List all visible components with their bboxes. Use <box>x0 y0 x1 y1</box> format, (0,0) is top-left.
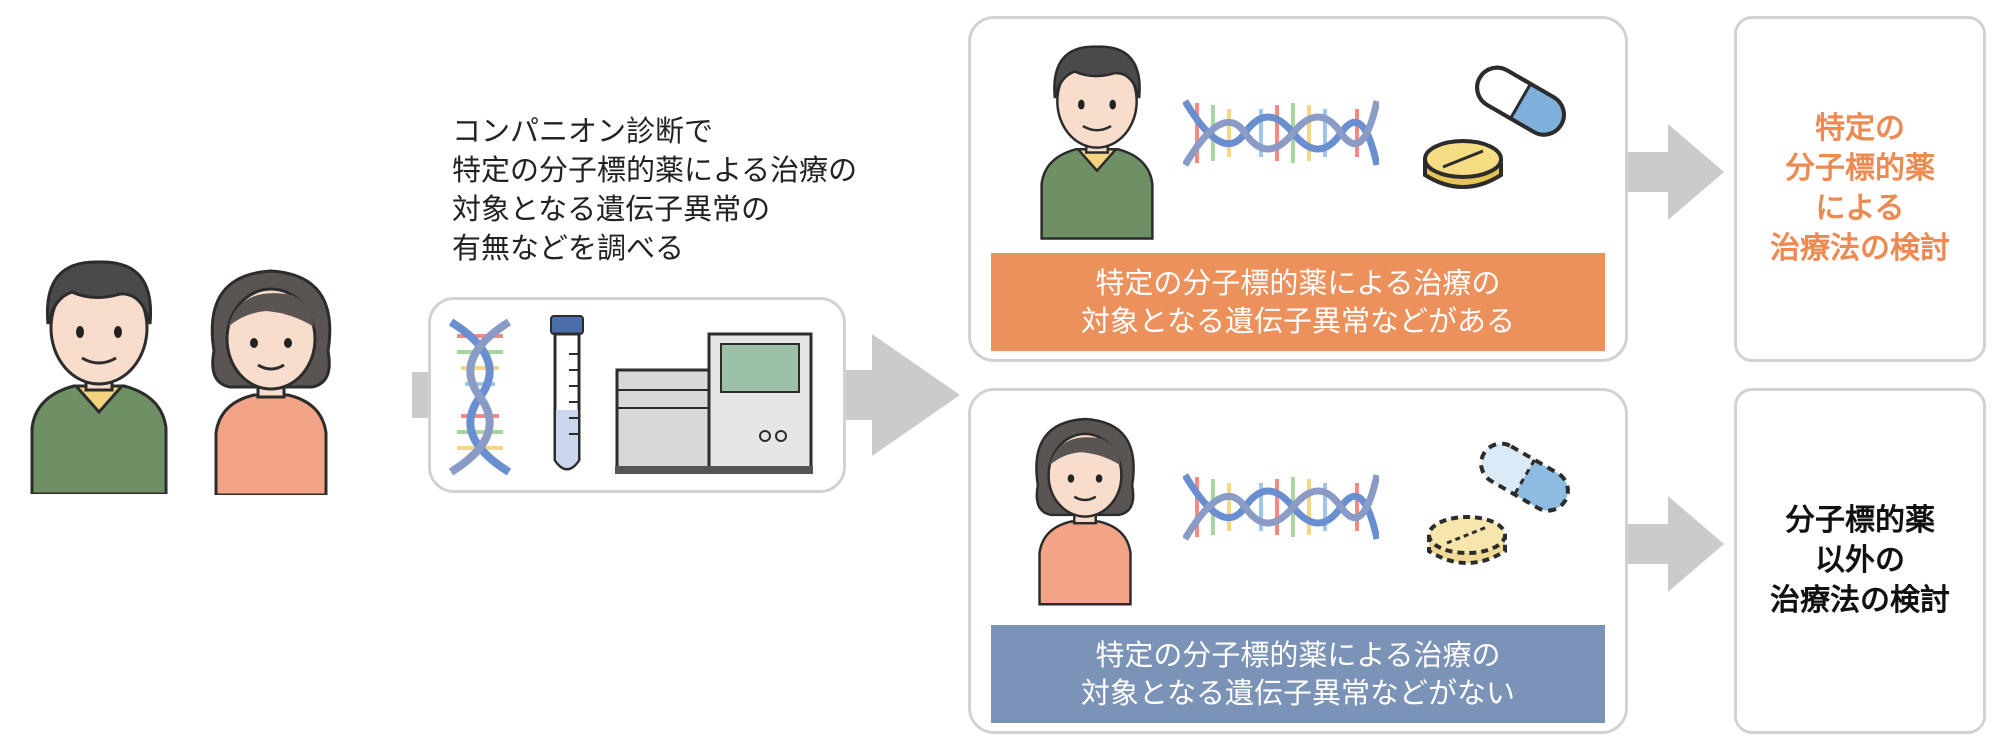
test-tube-icon <box>550 315 584 471</box>
man-icon <box>1040 45 1154 240</box>
caption-line-4: 有無などを調べる <box>452 231 685 265</box>
tablet-icon <box>1423 139 1503 189</box>
patient-woman <box>196 255 346 495</box>
negative-outcome-box: 分子標的薬 以外の 治療法の検討 <box>1734 388 1986 734</box>
patient-man <box>24 246 174 494</box>
capsule-icon <box>1479 441 1570 513</box>
arrow-icon <box>412 372 432 418</box>
positive-outcome-line-2: 分子標的薬 <box>1785 151 1935 186</box>
positive-result-panel: 特定の分子標的薬による治療の 対象となる遺伝子異常などがある <box>968 16 1628 362</box>
arrow-icon <box>846 334 960 456</box>
flow-arrow-1 <box>412 334 972 456</box>
negative-outcome-line-1: 分子標的薬 <box>1785 503 1935 538</box>
negative-outcome-line-2: 以外の <box>1815 543 1905 578</box>
test-arrow <box>846 334 966 456</box>
caption-line-3: 対象となる遺伝子異常の <box>452 192 771 226</box>
tablet-icon <box>1427 515 1507 565</box>
positive-result-bar: 特定の分子標的薬による治療の 対象となる遺伝子異常などがある <box>991 253 1605 351</box>
sequencer-icon <box>615 332 813 474</box>
man-icon <box>30 260 168 494</box>
negative-result-bar: 特定の分子標的薬による治療の 対象となる遺伝子異常などがない <box>991 625 1605 723</box>
negative-result-line-2: 対象となる遺伝子異常などがない <box>1080 676 1516 710</box>
capsule-icon <box>1475 65 1566 137</box>
arrow-icon <box>1628 496 1724 592</box>
woman-icon <box>1035 417 1135 606</box>
dna-icon <box>448 318 512 476</box>
positive-outcome-box: 特定の 分子標的薬 による 治療法の検討 <box>1734 16 1986 362</box>
positive-result-line-1: 特定の分子標的薬による治療の <box>1095 266 1501 300</box>
positive-outcome-line-4: 治療法の検討 <box>1770 231 1950 266</box>
woman-icon <box>210 269 332 495</box>
negative-outcome-arrow <box>1628 496 1734 592</box>
dna-icon <box>1183 99 1379 167</box>
negative-result-line-1: 特定の分子標的薬による治療の <box>1095 638 1501 672</box>
negative-result-panel: 特定の分子標的薬による治療の 対象となる遺伝子異常などがない <box>968 388 1628 734</box>
dna-icon <box>1183 473 1379 541</box>
positive-result-line-2: 対象となる遺伝子異常などがある <box>1080 304 1516 338</box>
test-caption: コンパニオン診断で 特定の分子標的薬による治療の 対象となる遺伝子異常の 有無な… <box>452 112 932 268</box>
positive-outcome-line-3: による <box>1815 191 1905 226</box>
positive-outcome-line-1: 特定の <box>1815 111 1905 146</box>
caption-line-1: コンパニオン診断で <box>452 114 714 148</box>
companion-diagnostic-panel <box>428 297 846 493</box>
arrow-icon <box>1628 124 1724 220</box>
positive-outcome-arrow <box>1628 124 1734 220</box>
caption-line-2: 特定の分子標的薬による治療の <box>452 153 858 187</box>
negative-outcome-line-3: 治療法の検討 <box>1770 583 1950 618</box>
